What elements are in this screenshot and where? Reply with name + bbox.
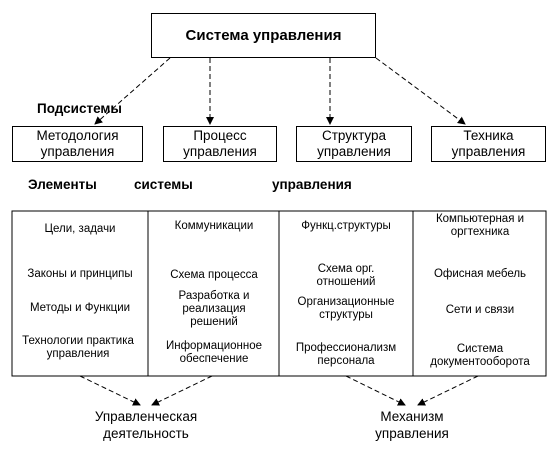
subsystem-line2: управления xyxy=(183,144,257,159)
cell-information: Информационное обеспечение xyxy=(165,340,263,365)
subsystem-line2: управления xyxy=(317,144,391,159)
cell-communications: Коммуникации xyxy=(174,220,254,232)
cell-org-structures: Организационные структуры xyxy=(297,296,395,321)
cell-methods: Методы и Функции xyxy=(29,302,131,314)
subsystems-label: Подсистемы xyxy=(37,101,122,116)
outcome-mechanism: Механизм управления xyxy=(352,408,472,442)
cell-laws: Законы и принципы xyxy=(27,268,133,280)
cell-org-relations: Схема орг. отношений xyxy=(316,263,376,288)
cell-documents: Система документооборота xyxy=(430,343,530,368)
arrow-col2-to-activity xyxy=(151,375,213,406)
subsystem-line1: Методология xyxy=(36,128,119,143)
outcome-activity: Управленческая деятельность xyxy=(86,408,206,442)
system-word: системы xyxy=(134,177,193,192)
subsystem-line1: Процесс xyxy=(193,128,247,143)
outcome-line2: управления xyxy=(375,426,449,441)
cell-personnel: Профессионализм персонала xyxy=(295,342,397,367)
cell-func-structures: Функц.структуры xyxy=(301,220,391,232)
title-text: Система управления xyxy=(185,27,342,44)
arrow-col3-to-mechanism xyxy=(345,375,406,406)
cell-process-scheme: Схема процесса xyxy=(170,269,258,281)
outcome-line1: Механизм xyxy=(380,409,444,424)
arrow-to-methodology xyxy=(94,57,171,125)
subsystem-line1: Техника xyxy=(463,128,514,143)
subsystem-line1: Структура xyxy=(321,128,387,143)
cell-networks: Сети и связи xyxy=(445,304,515,316)
title-box: Система управления xyxy=(151,13,376,58)
cell-goals: Цели, задачи xyxy=(44,223,116,235)
cell-decisions: Разработка и реализация решений xyxy=(178,290,250,328)
arrow-to-technique xyxy=(375,57,466,125)
cell-technologies: Технологии практика управления xyxy=(22,335,134,360)
management-word: управления xyxy=(272,177,352,192)
cell-computers: Компьютерная и оргтехника xyxy=(435,213,525,238)
subsystem-line2: управления xyxy=(40,144,115,159)
elements-word: Элементы xyxy=(28,177,97,192)
outcome-line1: Управленческая xyxy=(94,409,198,424)
arrow-col4-to-mechanism xyxy=(417,375,479,406)
cell-furniture: Офисная мебель xyxy=(433,268,527,280)
outcome-line2: деятельность xyxy=(103,426,189,441)
arrow-col1-to-activity xyxy=(79,375,141,406)
subsystem-line2: управления xyxy=(451,144,526,159)
